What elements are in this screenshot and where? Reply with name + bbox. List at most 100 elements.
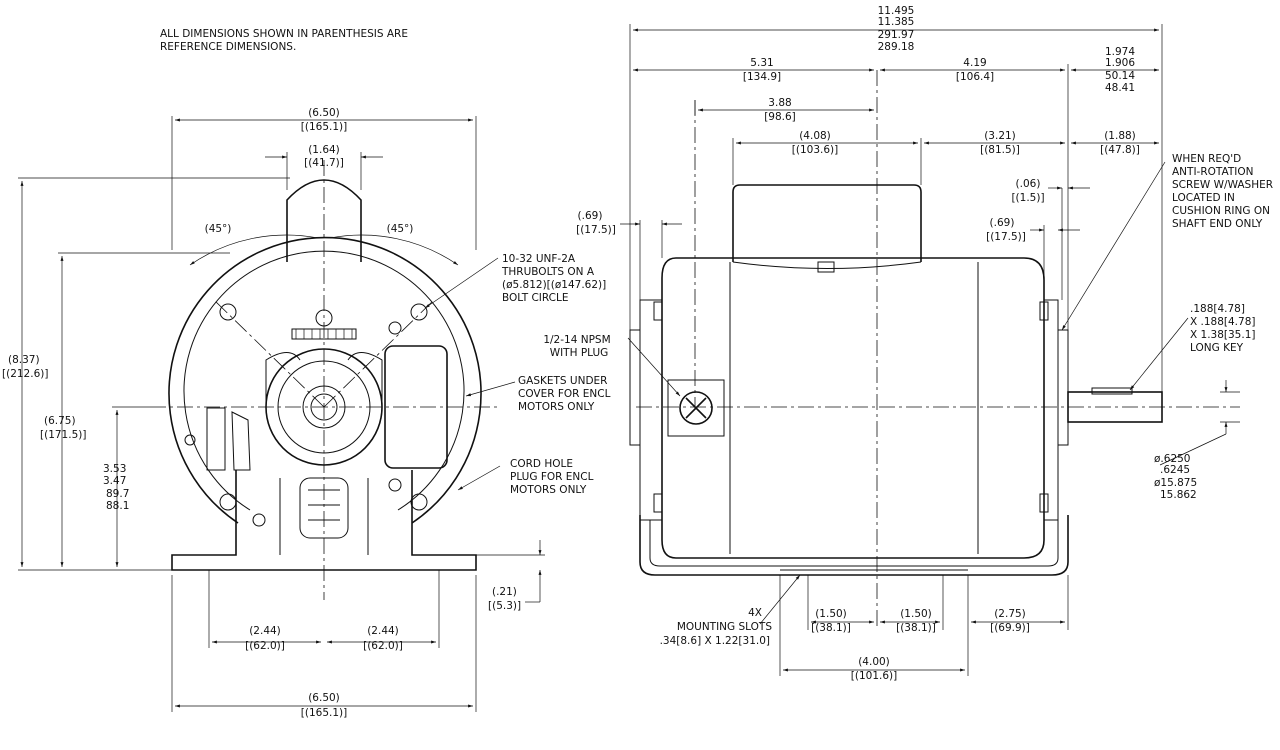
- foot-end-mm: [(69.9)]: [990, 622, 1030, 634]
- overall-length-min-mm: 289.18: [878, 41, 915, 53]
- front-view-labels: (6.50) [(165.1)] (1.64) [(41.7)] (45°) (…: [2, 107, 611, 719]
- shaft-height-min-mm: 88.1: [106, 500, 129, 512]
- height-body-in: (6.75): [44, 415, 76, 427]
- overall-length-max-in: 11.495: [878, 5, 915, 17]
- overall-length-min-in: 11.385: [878, 16, 915, 28]
- shaft-diameter-min-mm: 15.862: [1160, 489, 1197, 501]
- antirotation-callout-5: CUSHION RING ON: [1172, 205, 1270, 217]
- slot-left-mm: [(38.1)]: [811, 622, 851, 634]
- left-end-bell-flange: [629, 329, 641, 446]
- end-bell-right-in: (.69): [990, 217, 1015, 229]
- lower-center-slot: [299, 477, 349, 539]
- screw-head-cord: [252, 513, 266, 527]
- angle-right-label: (45°): [387, 223, 414, 235]
- screw-head-upper: [388, 321, 402, 335]
- boss-width-mm: [(41.7)]: [304, 157, 344, 169]
- half-width-right-mm: [(62.0)]: [363, 640, 403, 652]
- half-width-left-mm: [(62.0)]: [245, 640, 285, 652]
- left-to-center-in: 5.31: [750, 57, 773, 69]
- key-callout-2: X .188[4.78]: [1190, 316, 1255, 328]
- washer-gap-mm: [(1.5)]: [1011, 192, 1044, 204]
- left-to-center-mm: [134.9]: [743, 71, 781, 83]
- key-offset-in: (1.88): [1104, 130, 1136, 142]
- box-bottom-curve: [732, 261, 922, 269]
- antirotation-callout-3: SCREW W/WASHER: [1172, 179, 1273, 191]
- front-view-dimensions: [18, 116, 545, 712]
- left-bolt-bottom: [653, 493, 663, 513]
- left-end-bell: [639, 299, 663, 521]
- boss-width-in: (1.64): [308, 144, 340, 156]
- top-conduit-box: [732, 184, 922, 262]
- key-offset-mm: [(47.8)]: [1100, 144, 1140, 156]
- hub-outer: [265, 348, 383, 466]
- shaft-diameter-max-mm: ø15.875: [1154, 477, 1197, 489]
- bolt-hole-bottom-left: [219, 493, 237, 511]
- front-diag-centerline-right: [323, 299, 435, 408]
- box-right-ref-in: (3.21): [984, 130, 1016, 142]
- foot-thickness-mm: [(5.3)]: [488, 600, 521, 612]
- top-boss: [286, 179, 362, 262]
- height-body-mm: [(171.5)]: [40, 429, 86, 441]
- screw-head-lower: [388, 478, 402, 492]
- plug-callout-2: WITH PLUG: [550, 347, 609, 359]
- right-bolt-top: [1039, 301, 1049, 321]
- side-body: [661, 257, 1045, 559]
- motor-body-inner: [183, 250, 465, 511]
- hub-middle: [277, 360, 371, 454]
- base-cradle-inner: [649, 520, 1059, 567]
- top-hole: [315, 309, 333, 327]
- right-end-flange: [1057, 329, 1069, 446]
- end-bell-right-mm: [(17.5)]: [986, 231, 1026, 243]
- slots-callout-2: MOUNTING SLOTS: [677, 621, 773, 633]
- vent-circle: [184, 434, 196, 446]
- hub-clip-left: [265, 352, 301, 405]
- slot-left-in: (1.50): [815, 608, 847, 620]
- half-width-right-in: (2.44): [367, 625, 399, 637]
- half-width-left-in: (2.44): [249, 625, 281, 637]
- shaft-extension-max-in: 1.974: [1105, 46, 1135, 58]
- shaft-diameter-min-in: .6245: [1160, 464, 1190, 476]
- shaft-height-max-mm: 89.7: [106, 488, 129, 500]
- bolt-hole-bottom-right: [410, 493, 428, 511]
- shaft-extension-min-mm: 48.41: [1105, 82, 1135, 94]
- gasket-callout-1: GASKETS UNDER: [518, 375, 607, 387]
- cord-callout-1: CORD HOLE: [510, 458, 573, 470]
- center-to-face-mm: [106.4]: [956, 71, 994, 83]
- hub-clip-right: [347, 352, 383, 405]
- note-line-1: ALL DIMENSIONS SHOWN IN PARENTHESIS ARE: [160, 28, 408, 40]
- right-bolt-bottom: [1039, 493, 1049, 513]
- gasket-callout-3: MOTORS ONLY: [518, 401, 595, 413]
- thrubolt-callout-2: THRUBOLTS ON A: [501, 266, 595, 278]
- key-callout-1: .188[4.78]: [1190, 303, 1245, 315]
- thrubolt-callout-1: 10-32 UNF-2A: [502, 253, 576, 265]
- shaft-circle: [302, 385, 346, 429]
- box-left-mm: [98.6]: [764, 111, 796, 123]
- side-view-dimensions: [620, 24, 1240, 676]
- vent-slot-left: [206, 407, 226, 471]
- side-view-labels: 11.495 11.385 291.97 289.18 5.31 [134.9]…: [543, 5, 1273, 682]
- box-left-in: 3.88: [768, 97, 791, 109]
- vent-slot-left-2: [231, 411, 251, 471]
- washer-gap-in: (.06): [1016, 178, 1041, 190]
- pedestal-ribs: [279, 478, 369, 555]
- front-width-top-in: (6.50): [308, 107, 340, 119]
- conduit-box: [384, 345, 448, 469]
- key-callout-4: LONG KEY: [1190, 342, 1244, 354]
- shaft-extension-min-in: 1.906: [1105, 57, 1135, 69]
- antirotation-callout-1: WHEN REQ'D: [1172, 153, 1241, 165]
- side-view: [629, 70, 1240, 630]
- height-total-in: (8.37): [8, 354, 40, 366]
- right-end-bell: [1043, 299, 1059, 521]
- cord-callout-2: PLUG FOR ENCL: [510, 471, 594, 483]
- slot-right-in: (1.50): [900, 608, 932, 620]
- adjust-screw: [291, 328, 357, 340]
- plug-callout-1: 1/2-14 NPSM: [543, 334, 610, 346]
- foot-thickness-in: (.21): [492, 586, 517, 598]
- box-left-ref-mm: [(103.6)]: [792, 144, 838, 156]
- end-bell-left-in: (.69): [578, 210, 603, 222]
- slots-callout-3: .34[8.6] X 1.22[31.0]: [660, 635, 770, 647]
- front-diag-centerline-left: [213, 299, 325, 408]
- box-left-ref-in: (4.08): [799, 130, 831, 142]
- mounting-foot: [171, 470, 477, 571]
- slot-span-mm: [(101.6)]: [851, 670, 897, 682]
